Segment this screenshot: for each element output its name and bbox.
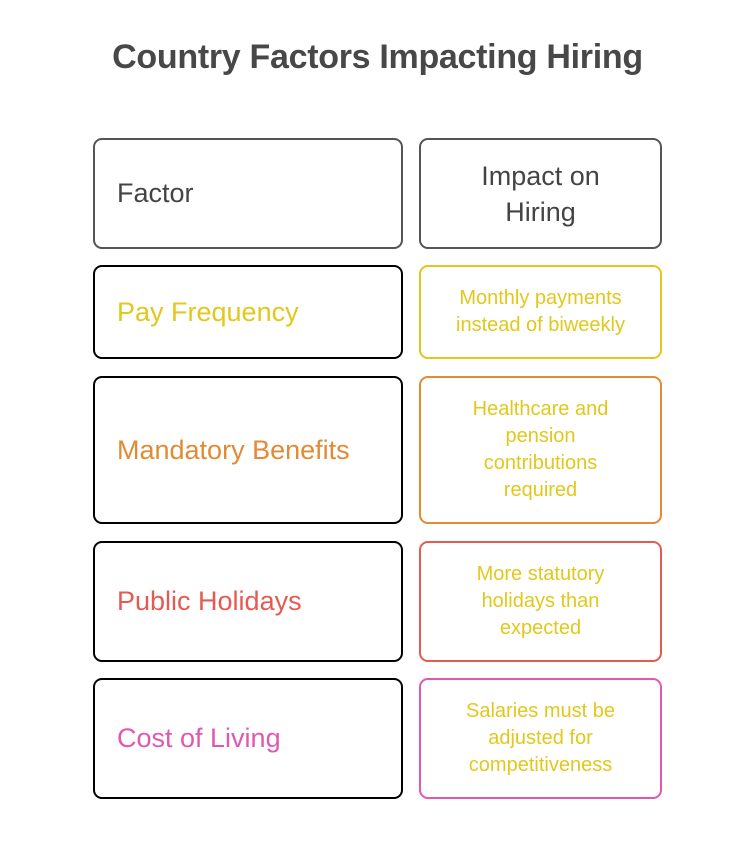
impact-label: Healthcare and pension contributions req… bbox=[472, 398, 609, 501]
factor-cell-public-holidays: Public Holidays bbox=[93, 541, 403, 662]
impact-cell-mandatory-benefits: Healthcare and pension contributions req… bbox=[419, 376, 662, 524]
impact-label: Salaries must be adjusted for competitiv… bbox=[466, 700, 615, 776]
impact-label: Monthly payments instead of biweekly bbox=[456, 287, 625, 336]
impact-cell-public-holidays: More statutory holidays than expected bbox=[419, 541, 662, 662]
header-factor-cell: Factor bbox=[93, 138, 403, 249]
header-factor-label: Factor bbox=[117, 178, 194, 208]
factor-cell-mandatory-benefits: Mandatory Benefits bbox=[93, 376, 403, 524]
factor-label: Public Holidays bbox=[117, 586, 302, 616]
factor-label: Pay Frequency bbox=[117, 296, 299, 327]
factor-cell-cost-of-living: Cost of Living bbox=[93, 678, 403, 799]
impact-label: More statutory holidays than expected bbox=[476, 563, 605, 639]
header-impact-cell: Impact on Hiring bbox=[419, 138, 662, 249]
factor-label: Mandatory Benefits bbox=[117, 434, 350, 465]
factor-cell-pay-frequency: Pay Frequency bbox=[93, 265, 403, 359]
diagram-title: Country Factors Impacting Hiring bbox=[112, 38, 643, 76]
factor-label: Cost of Living bbox=[117, 723, 281, 753]
impact-cell-pay-frequency: Monthly payments instead of biweekly bbox=[419, 265, 662, 359]
header-impact-label: Impact on Hiring bbox=[481, 160, 600, 227]
impact-cell-cost-of-living: Salaries must be adjusted for competitiv… bbox=[419, 678, 662, 799]
